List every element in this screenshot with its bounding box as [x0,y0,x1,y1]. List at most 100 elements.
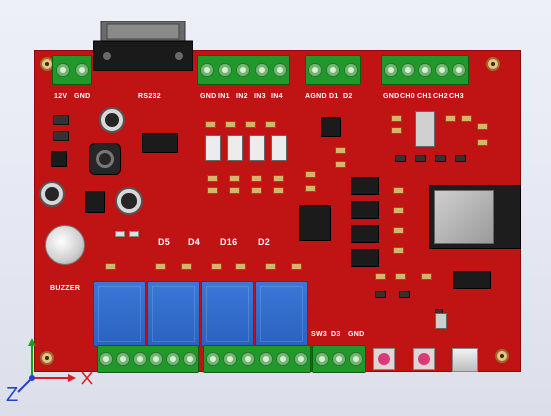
smd-component [205,121,216,128]
inputs-terminal [197,55,290,85]
terminal-label: CH1 [417,93,432,100]
terminal-label: GND [74,93,91,100]
terminal-label: 12V [54,93,68,100]
terminal-label: IN3 [254,93,266,100]
terminal-label: GND [348,331,365,338]
terminal-screw [272,63,287,77]
axis-gizmo [17,338,93,393]
terminal-screw [55,63,70,77]
relay [255,281,308,347]
smd-component [229,175,240,182]
smd-component [53,131,69,141]
terminal-screw [236,63,251,77]
smd-component [335,147,346,154]
smd-component [395,155,406,162]
ic-chip [435,313,447,329]
electrolytic-capacitor [39,181,65,207]
optocoupler [271,135,287,161]
smd-component [105,263,116,270]
push-button[interactable] [413,348,435,370]
electrolytic-capacitor [99,107,125,133]
electrolytic-capacitor [115,187,143,215]
power-terminal [52,55,92,85]
terminal-screw [99,352,114,366]
channels-terminal [381,55,469,85]
mounting-hole [486,57,500,71]
smd-component [477,123,488,130]
mosfet [351,249,379,267]
smd-component [245,121,256,128]
terminal-label: D1 [329,93,339,100]
relay-label: D4 [188,237,201,247]
terminal-screw [349,352,364,366]
terminal-label: IN1 [218,93,230,100]
terminal-label: GND [200,93,217,100]
terminal-screw [383,63,398,77]
terminal-screw [74,63,89,77]
terminal-label: AGND [305,93,327,100]
rs232-label: RS232 [138,93,161,100]
relay-label: D5 [158,237,171,247]
terminal-screw [344,63,358,77]
smd-component [391,115,402,122]
smd-component [375,273,386,280]
ic-chip [321,117,341,137]
smd-component [207,175,218,182]
mosfet [351,225,379,243]
smd-component [181,263,192,270]
smd-component [273,187,284,194]
terminal-screw [452,63,467,77]
terminal-label: CH0 [400,93,415,100]
smd-component [415,155,426,162]
rs232-connector [93,21,193,71]
terminal-screw [132,352,147,366]
smd-component [251,175,262,182]
ic-chip [51,151,67,167]
relay [201,281,254,347]
terminal-label: D2 [343,93,353,100]
smd-component [461,115,472,122]
analog-terminal [305,55,361,85]
z-axis-label: Z [6,384,19,406]
smd-component [391,127,402,134]
smd-component [399,291,410,298]
terminal-screw [218,63,233,77]
smd-component [435,155,446,162]
terminal-screw [258,352,273,366]
terminal-screw [326,63,340,77]
terminal-screw [223,352,238,366]
terminal-label: CH3 [449,93,464,100]
smd-component [273,175,284,182]
terminal-screw [417,63,432,77]
smd-component [477,139,488,146]
push-button[interactable] [373,348,395,370]
smd-component [375,291,386,298]
ic-chip [299,205,331,241]
ic-chip [415,111,435,147]
relay-terminal [97,345,199,373]
esp32-module [429,185,521,249]
terminal-screw [115,352,130,366]
terminal-screw [182,352,197,366]
terminal-screw [331,352,346,366]
relay [147,281,200,347]
optocoupler [227,135,243,161]
smd-component [235,263,246,270]
mosfet [351,177,379,195]
buzzer [45,225,85,265]
smd-component [305,185,316,192]
smd-component [129,231,139,237]
optocoupler [205,135,221,161]
smd-component [207,187,218,194]
inductor [89,143,121,175]
optocoupler [249,135,265,161]
smd-component [53,115,69,125]
smd-component [251,187,262,194]
smd-component [393,207,404,214]
buzzer-label: BUZZER [50,285,81,292]
mosfet [351,201,379,219]
smd-component [265,263,276,270]
smd-component [265,121,276,128]
relay-label: D16 [220,237,238,247]
terminal-screw [314,352,329,366]
